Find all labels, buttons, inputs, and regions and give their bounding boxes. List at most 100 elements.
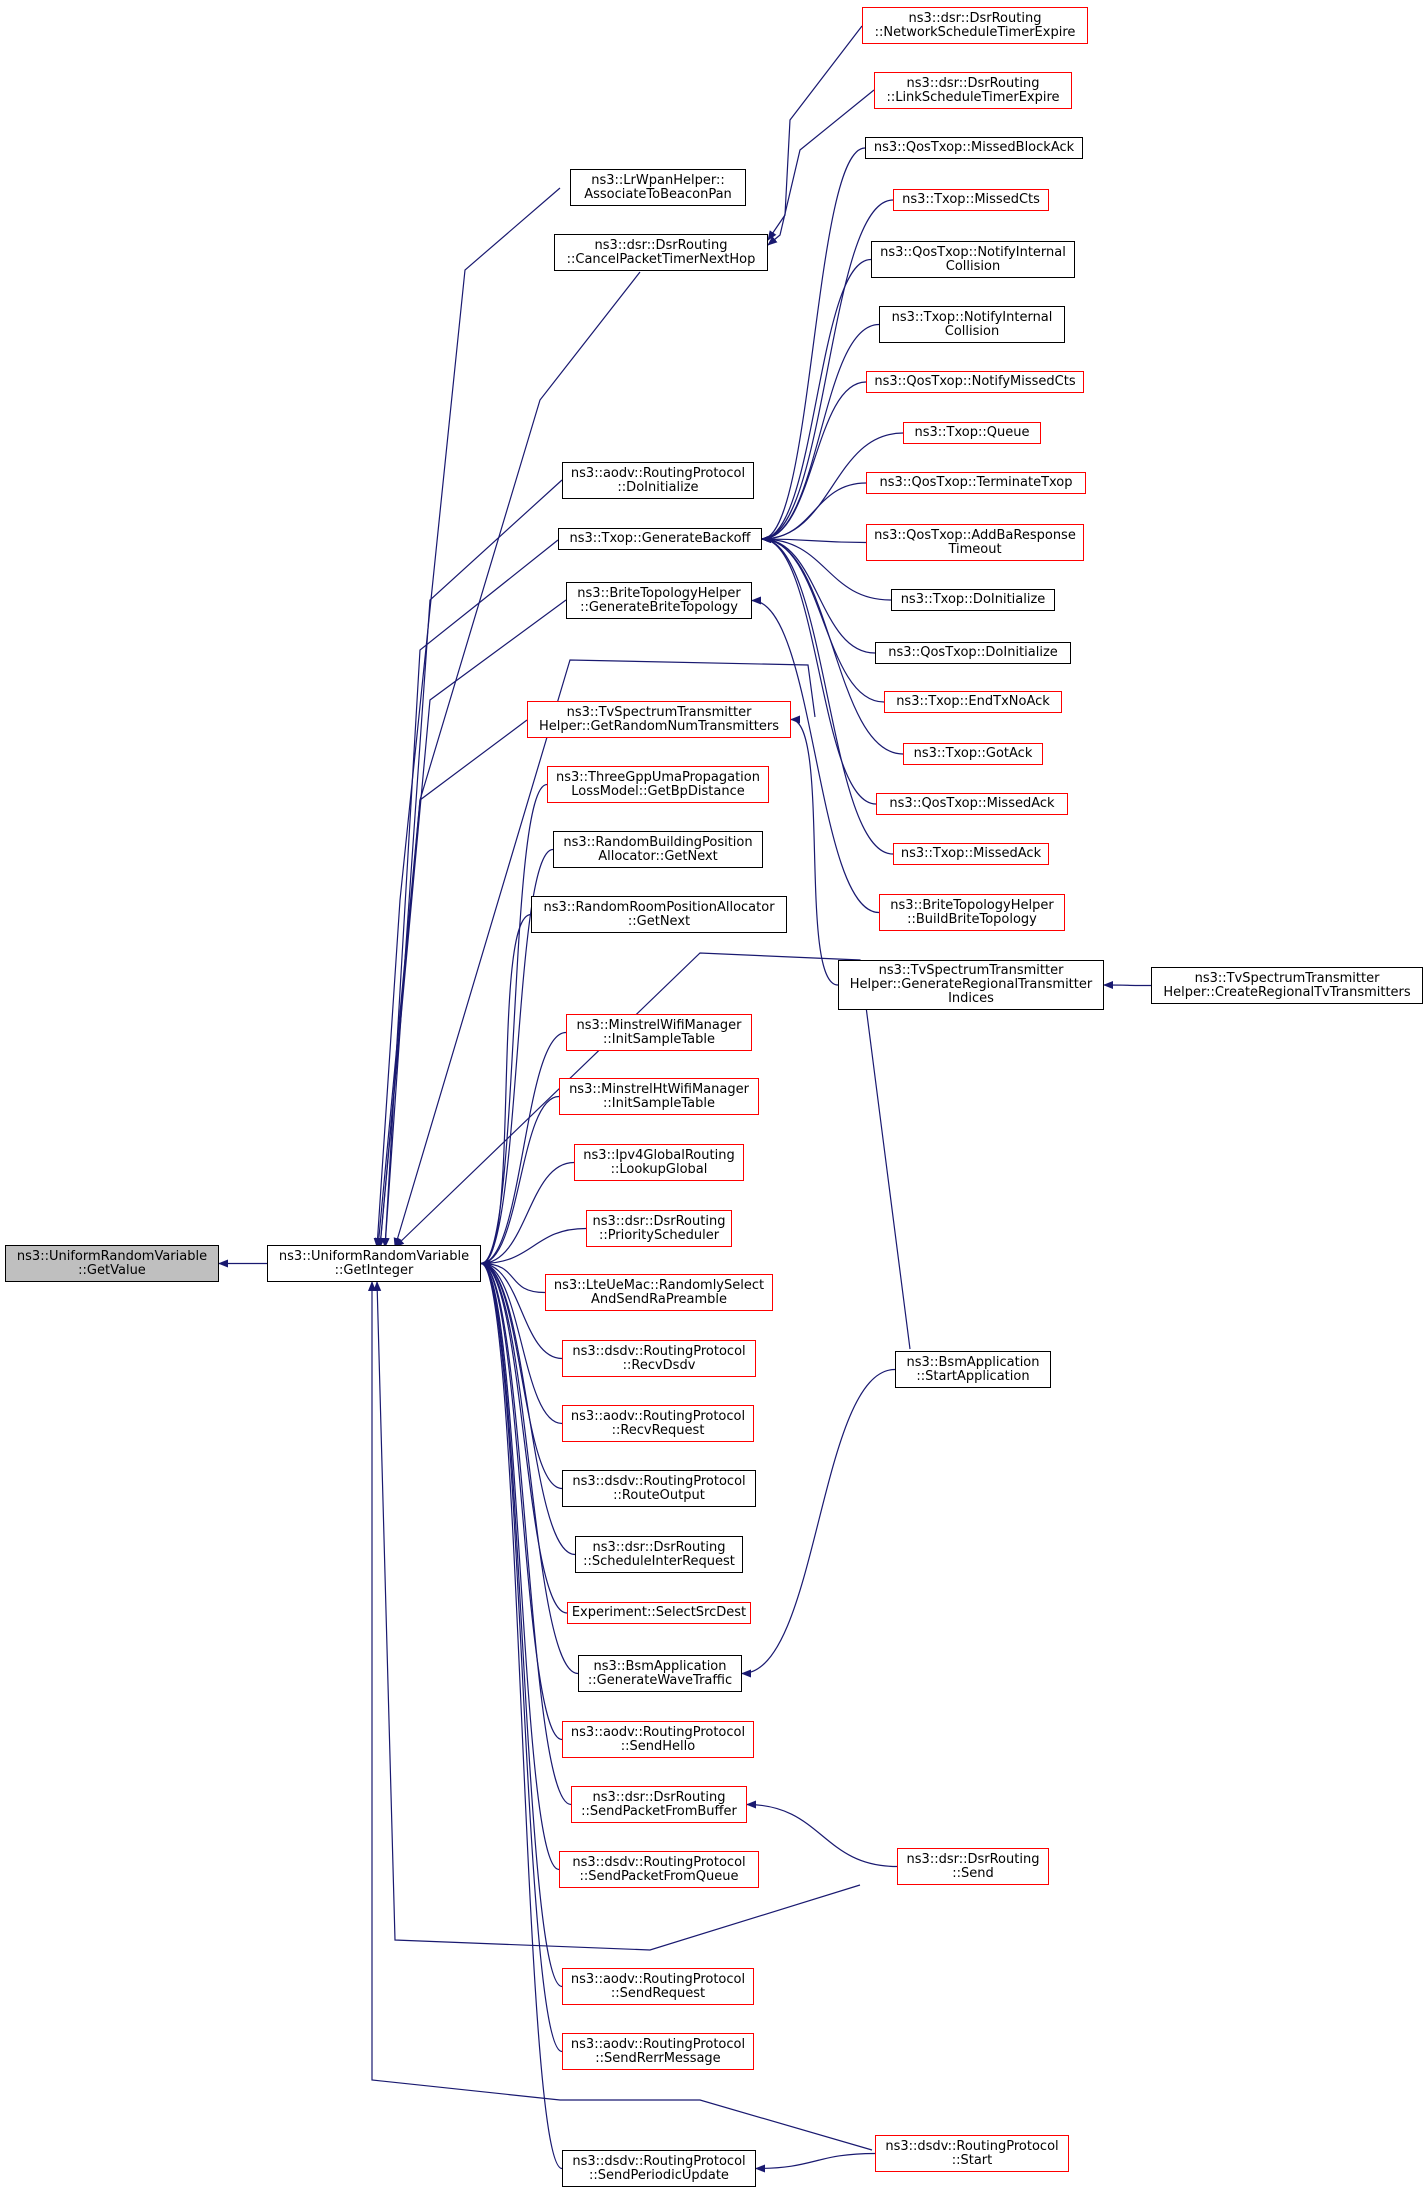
node-dsr-sendbuf[interactable]: ns3::dsr::DsrRouting::SendPacketFromBuff… [571, 1786, 747, 1823]
node-label-line: ns3::Txop::DoInitialize [900, 592, 1046, 607]
node-dsdv-periodic[interactable]: ns3::dsdv::RoutingProtocol::SendPeriodic… [562, 2150, 756, 2187]
node-label-line: ns3::QosTxop::DoInitialize [888, 645, 1058, 660]
node-associate[interactable]: ns3::LrWpanHelper::AssociateToBeaconPan [570, 169, 746, 206]
node-dsdv-routeout[interactable]: ns3::dsdv::RoutingProtocol::RouteOutput [562, 1470, 756, 1507]
node-qos-doinit[interactable]: ns3::QosTxop::DoInitialize [875, 642, 1071, 664]
node-label-line: AssociateToBeaconPan [584, 186, 732, 202]
node-aodv-doinit[interactable]: ns3::aodv::RoutingProtocol::DoInitialize [562, 462, 754, 499]
node-txop-queue[interactable]: ns3::Txop::Queue [903, 422, 1041, 444]
node-label-line: ns3::BsmApplication [593, 1658, 727, 1674]
edge-dsr-sendbuf-to-getinteger [480, 1259, 572, 1806]
node-label-line: ::ScheduleInterRequest [583, 1553, 735, 1569]
node-aodv-recvreq[interactable]: ns3::aodv::RoutingProtocol::RecvRequest [562, 1405, 754, 1442]
node-qos-terminate[interactable]: ns3::QosTxop::TerminateTxop [866, 472, 1086, 494]
node-label-line: ns3::dsr::DsrRouting [594, 237, 728, 253]
node-label-line: ns3::dsdv::RoutingProtocol [572, 1343, 746, 1359]
node-label-line: ns3::Txop::MissedCts [902, 192, 1040, 207]
node-netsched[interactable]: ns3::dsr::DsrRouting::NetworkScheduleTim… [862, 7, 1088, 44]
node-aodv-senderr[interactable]: ns3::aodv::RoutingProtocol::SendRerrMess… [562, 2033, 754, 2070]
node-label-line: ns3::QosTxop::MissedAck [889, 796, 1055, 811]
node-label-line: ::Send [952, 1865, 994, 1881]
node-aodv-sendreq[interactable]: ns3::aodv::RoutingProtocol::SendRequest [562, 1968, 754, 2005]
node-getinteger[interactable]: ns3::UniformRandomVariable::GetInteger [267, 1245, 481, 1282]
node-label-line: ns3::aodv::RoutingProtocol [570, 1724, 746, 1740]
node-label-line: ns3::RandomRoomPositionAllocator [543, 899, 775, 915]
node-lookupglobal[interactable]: ns3::Ipv4GlobalRouting::LookupGlobal [574, 1144, 744, 1181]
node-label-line: ::SendPacketFromBuffer [581, 1803, 737, 1819]
node-label-line: ::LookupGlobal [610, 1161, 708, 1177]
node-dsdv-start[interactable]: ns3::dsdv::RoutingProtocol::Start [875, 2135, 1069, 2172]
node-linksched[interactable]: ns3::dsr::DsrRouting::LinkScheduleTimerE… [874, 72, 1072, 109]
edge-getrandomnum-to-getinteger [374, 719, 528, 1248]
node-qos-missedcts[interactable]: ns3::QosTxop::NotifyMissedCts [866, 371, 1084, 393]
node-label-line: ns3::Txop::EndTxNoAck [896, 694, 1050, 709]
node-txop-missedack[interactable]: ns3::Txop::MissedAck [893, 843, 1049, 865]
node-label-line: ::StartApplication [916, 1368, 1030, 1384]
node-label-line: ns3::Txop::GenerateBackoff [569, 531, 751, 546]
node-label-line: ns3::TvSpectrumTransmitter [1194, 970, 1380, 986]
node-priority[interactable]: ns3::dsr::DsrRouting::PriorityScheduler [586, 1210, 732, 1247]
node-aodv-sendhello[interactable]: ns3::aodv::RoutingProtocol::SendHello [562, 1721, 754, 1758]
node-txop-endtx[interactable]: ns3::Txop::EndTxNoAck [884, 691, 1062, 713]
edge-dsdv-sendqueue-to-getinteger [480, 1259, 560, 1871]
edge-missedcts-to-genbackoff [761, 199, 894, 543]
node-label-line: ns3::UniformRandomVariable [278, 1248, 470, 1264]
node-label-line: ns3::dsdv::RoutingProtocol [572, 2153, 746, 2169]
node-dsdv-recv[interactable]: ns3::dsdv::RoutingProtocol::RecvDsdv [562, 1340, 756, 1377]
edge-qos-notify-to-genbackoff [761, 258, 872, 543]
edge-qos-missedack-to-genbackoff [761, 535, 877, 805]
node-label-line: ns3::Txop::GotAck [913, 746, 1033, 761]
node-label-line: ns3::aodv::RoutingProtocol [570, 465, 746, 481]
node-genwave[interactable]: ns3::BsmApplication::GenerateWaveTraffic [578, 1655, 742, 1692]
edge-room-next-to-getinteger [480, 913, 532, 1268]
node-label-line: ns3::TvSpectrumTransmitter [878, 963, 1064, 978]
node-label-line: ns3::MinstrelWifiManager [576, 1017, 742, 1033]
node-label-line: ns3::dsr::DsrRouting [592, 1213, 726, 1229]
node-missedblock[interactable]: ns3::QosTxop::MissedBlockAck [865, 137, 1083, 159]
node-dsdv-sendqueue[interactable]: ns3::dsdv::RoutingProtocol::SendPacketFr… [559, 1851, 759, 1888]
node-startapp[interactable]: ns3::BsmApplication::StartApplication [895, 1351, 1051, 1388]
node-minstrelht-init[interactable]: ns3::MinstrelHtWifiManager::InitSampleTa… [559, 1078, 759, 1115]
node-sched-inter[interactable]: ns3::dsr::DsrRouting::ScheduleInterReque… [575, 1536, 743, 1573]
node-label-line: ::CancelPacketTimerNextHop [566, 251, 756, 267]
node-label-line: LossModel::GetBpDistance [571, 783, 745, 799]
node-genbackoff[interactable]: ns3::Txop::GenerateBackoff [558, 528, 762, 550]
edge-qos-addba-to-genbackoff [761, 535, 867, 544]
node-selectsrc[interactable]: Experiment::SelectSrcDest [567, 1602, 751, 1624]
edge-genbrite-to-getinteger [376, 599, 567, 1248]
node-label-line: ::SendPeriodicUpdate [589, 2167, 729, 2183]
node-label-line: Collision [945, 258, 1001, 274]
edge-aodv-recvreq-to-getinteger [480, 1259, 563, 1425]
edge-sched-inter-to-getinteger [480, 1259, 576, 1556]
node-qos-missedack[interactable]: ns3::QosTxop::MissedAck [876, 793, 1068, 815]
node-label-line: ns3::LrWpanHelper:: [591, 172, 725, 188]
edge-startapp-to-getinteger [394, 952, 911, 1350]
node-txop-doinit[interactable]: ns3::Txop::DoInitialize [891, 589, 1055, 611]
node-missedcts[interactable]: ns3::Txop::MissedCts [893, 189, 1049, 211]
node-dsr-send[interactable]: ns3::dsr::DsrRouting::Send [897, 1848, 1049, 1885]
node-room-next[interactable]: ns3::RandomRoomPositionAllocator::GetNex… [531, 896, 787, 933]
node-txop-gotack[interactable]: ns3::Txop::GotAck [903, 743, 1043, 765]
node-label-line: Indices [948, 991, 994, 1006]
node-label-line: ns3::BsmApplication [906, 1354, 1040, 1370]
edge-dsdv-recv-to-getinteger [480, 1259, 563, 1360]
edge-dsr-send-to-dsr-sendbuf [746, 1800, 898, 1868]
node-buildbrite[interactable]: ns3::BriteTopologyHelper::BuildBriteTopo… [879, 894, 1065, 931]
node-label-line: ns3::QosTxop::NotifyMissedCts [874, 374, 1076, 389]
node-cancelpacket[interactable]: ns3::dsr::DsrRouting::CancelPacketTimerN… [554, 234, 768, 271]
edge-minstrelht-init-to-getinteger [480, 1095, 560, 1268]
node-genbrite[interactable]: ns3::BriteTopologyHelper::GenerateBriteT… [566, 582, 752, 619]
edge-genregional-to-getrandomnum [790, 715, 839, 986]
node-minstrel-init[interactable]: ns3::MinstrelWifiManager::InitSampleTabl… [566, 1014, 752, 1051]
edge-dsdv-start-to-dsdv-periodic [755, 2152, 876, 2173]
node-label-line: ns3::Txop::Queue [914, 425, 1030, 440]
